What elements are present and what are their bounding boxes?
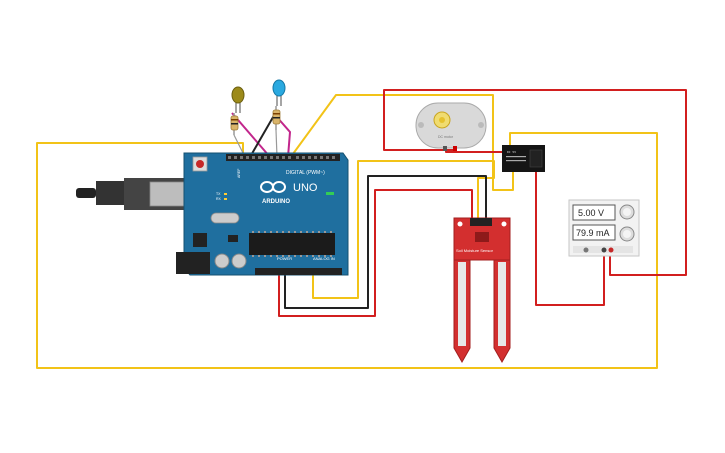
resistor-2[interactable]: [272, 106, 281, 158]
supply-voltage-display: 5.00 V: [578, 208, 604, 218]
arduino-brand-text: ARDUINO: [262, 199, 290, 205]
wire-yellow-outer-loop[interactable]: [36, 132, 658, 369]
terminal-ground[interactable]: [583, 247, 589, 253]
wire-yellow-sensor-signal[interactable]: [312, 160, 495, 299]
sensor-label: Soil Moisture Sensor: [456, 248, 494, 253]
usb-cable: [96, 181, 124, 205]
digital-label: DIGITAL (PWM~): [286, 170, 325, 176]
relay-module[interactable]: DC 5V: [502, 145, 545, 172]
tx-label: TX: [216, 192, 221, 196]
crystal: [210, 212, 240, 224]
motor-label: DC motor: [438, 135, 454, 139]
rx-label: RX: [216, 197, 222, 201]
wire-red-sensor-vcc[interactable]: [278, 189, 473, 317]
wire-magenta-led2[interactable]: [275, 115, 291, 158]
usb-plug-tip: [76, 188, 96, 198]
atmega-chip: [249, 233, 335, 255]
relay-label: DC 5V: [507, 150, 516, 154]
power-supply[interactable]: 5.00 V 79.9 mA: [568, 199, 640, 257]
soil-moisture-sensor[interactable]: Soil Moisture Sensor: [453, 217, 511, 364]
power-header: [255, 268, 305, 275]
arduino-logo: ARDUINO: [260, 181, 290, 205]
wire-yellow-to-motor[interactable]: [289, 94, 514, 191]
led-1[interactable]: [231, 86, 245, 113]
analog-header: [305, 268, 342, 275]
wire-black-sensor-gnd[interactable]: [284, 175, 487, 309]
wire-black-led-gnd[interactable]: [249, 111, 277, 158]
aref-label: AREF: [237, 169, 241, 178]
voltage-knob[interactable]: [619, 204, 635, 220]
dc-motor[interactable]: DC motor: [415, 102, 487, 151]
capacitor-1: [214, 253, 230, 269]
power-jack: [176, 252, 210, 274]
current-knob[interactable]: [619, 226, 635, 242]
led-2[interactable]: [272, 79, 286, 106]
analog-label: ANALOG IN: [313, 256, 335, 261]
resistor-1[interactable]: [230, 113, 246, 158]
power-label: POWER: [277, 256, 292, 261]
uno-model-text: UNO: [293, 182, 318, 194]
capacitor-2: [231, 253, 247, 269]
terminal-positive[interactable]: [608, 247, 614, 253]
terminal-negative[interactable]: [601, 247, 607, 253]
arduino-uno-board[interactable]: AREF DIGITAL (PWM~) ARDUINO UNO TX RX: [76, 152, 349, 276]
supply-current-display: 79.9 mA: [576, 228, 610, 238]
